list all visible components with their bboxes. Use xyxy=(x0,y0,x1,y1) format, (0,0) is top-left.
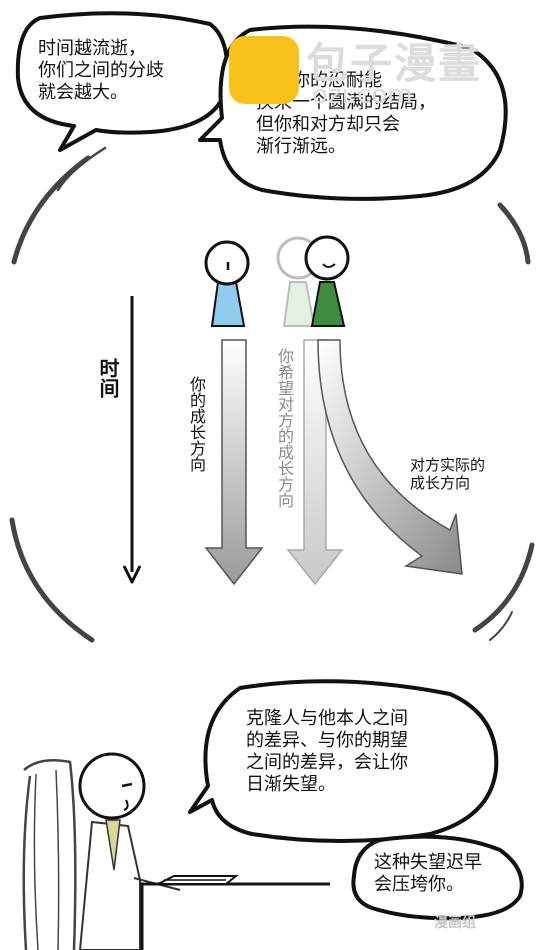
arrow-actual-growth xyxy=(317,339,463,575)
character-actual-other xyxy=(304,235,350,327)
label-actual-growth: 对方实际的 成长方向 xyxy=(410,456,486,493)
label-hoped-growth: 你希望对方的成长方向 xyxy=(275,348,294,508)
character-at-desk xyxy=(78,752,181,950)
speech-bubble-top-left xyxy=(15,11,230,152)
corner-watermark: 漫画组 xyxy=(434,915,476,931)
bubble-text-top-left: 时间越流逝， 你们之间的分歧 就会越大。 xyxy=(38,38,164,103)
circle-arcs xyxy=(9,146,535,643)
speech-bubble-bottom-small xyxy=(351,834,524,921)
character-you xyxy=(204,240,250,327)
bubble-text-bottom-main: 克隆人与他本人之间 的差异、与你的期望 之间的差异，会让你 日渐失望。 xyxy=(246,708,408,795)
desk xyxy=(140,875,330,950)
watermark-logo-icon xyxy=(229,36,299,104)
watermark-url: ozi.com xyxy=(312,80,413,110)
time-axis-label: 时间 xyxy=(96,358,120,398)
arrow-your-growth xyxy=(204,339,264,586)
bubble-text-bottom-small: 这种失望迟早 会压垮你。 xyxy=(374,852,482,895)
label-your-growth: 你的成长方向 xyxy=(187,376,206,472)
time-axis xyxy=(122,296,142,584)
watermark-name: 包子漫畫 xyxy=(306,39,483,88)
speech-bubble-bottom-main xyxy=(188,679,499,843)
office-chair xyxy=(22,759,77,950)
